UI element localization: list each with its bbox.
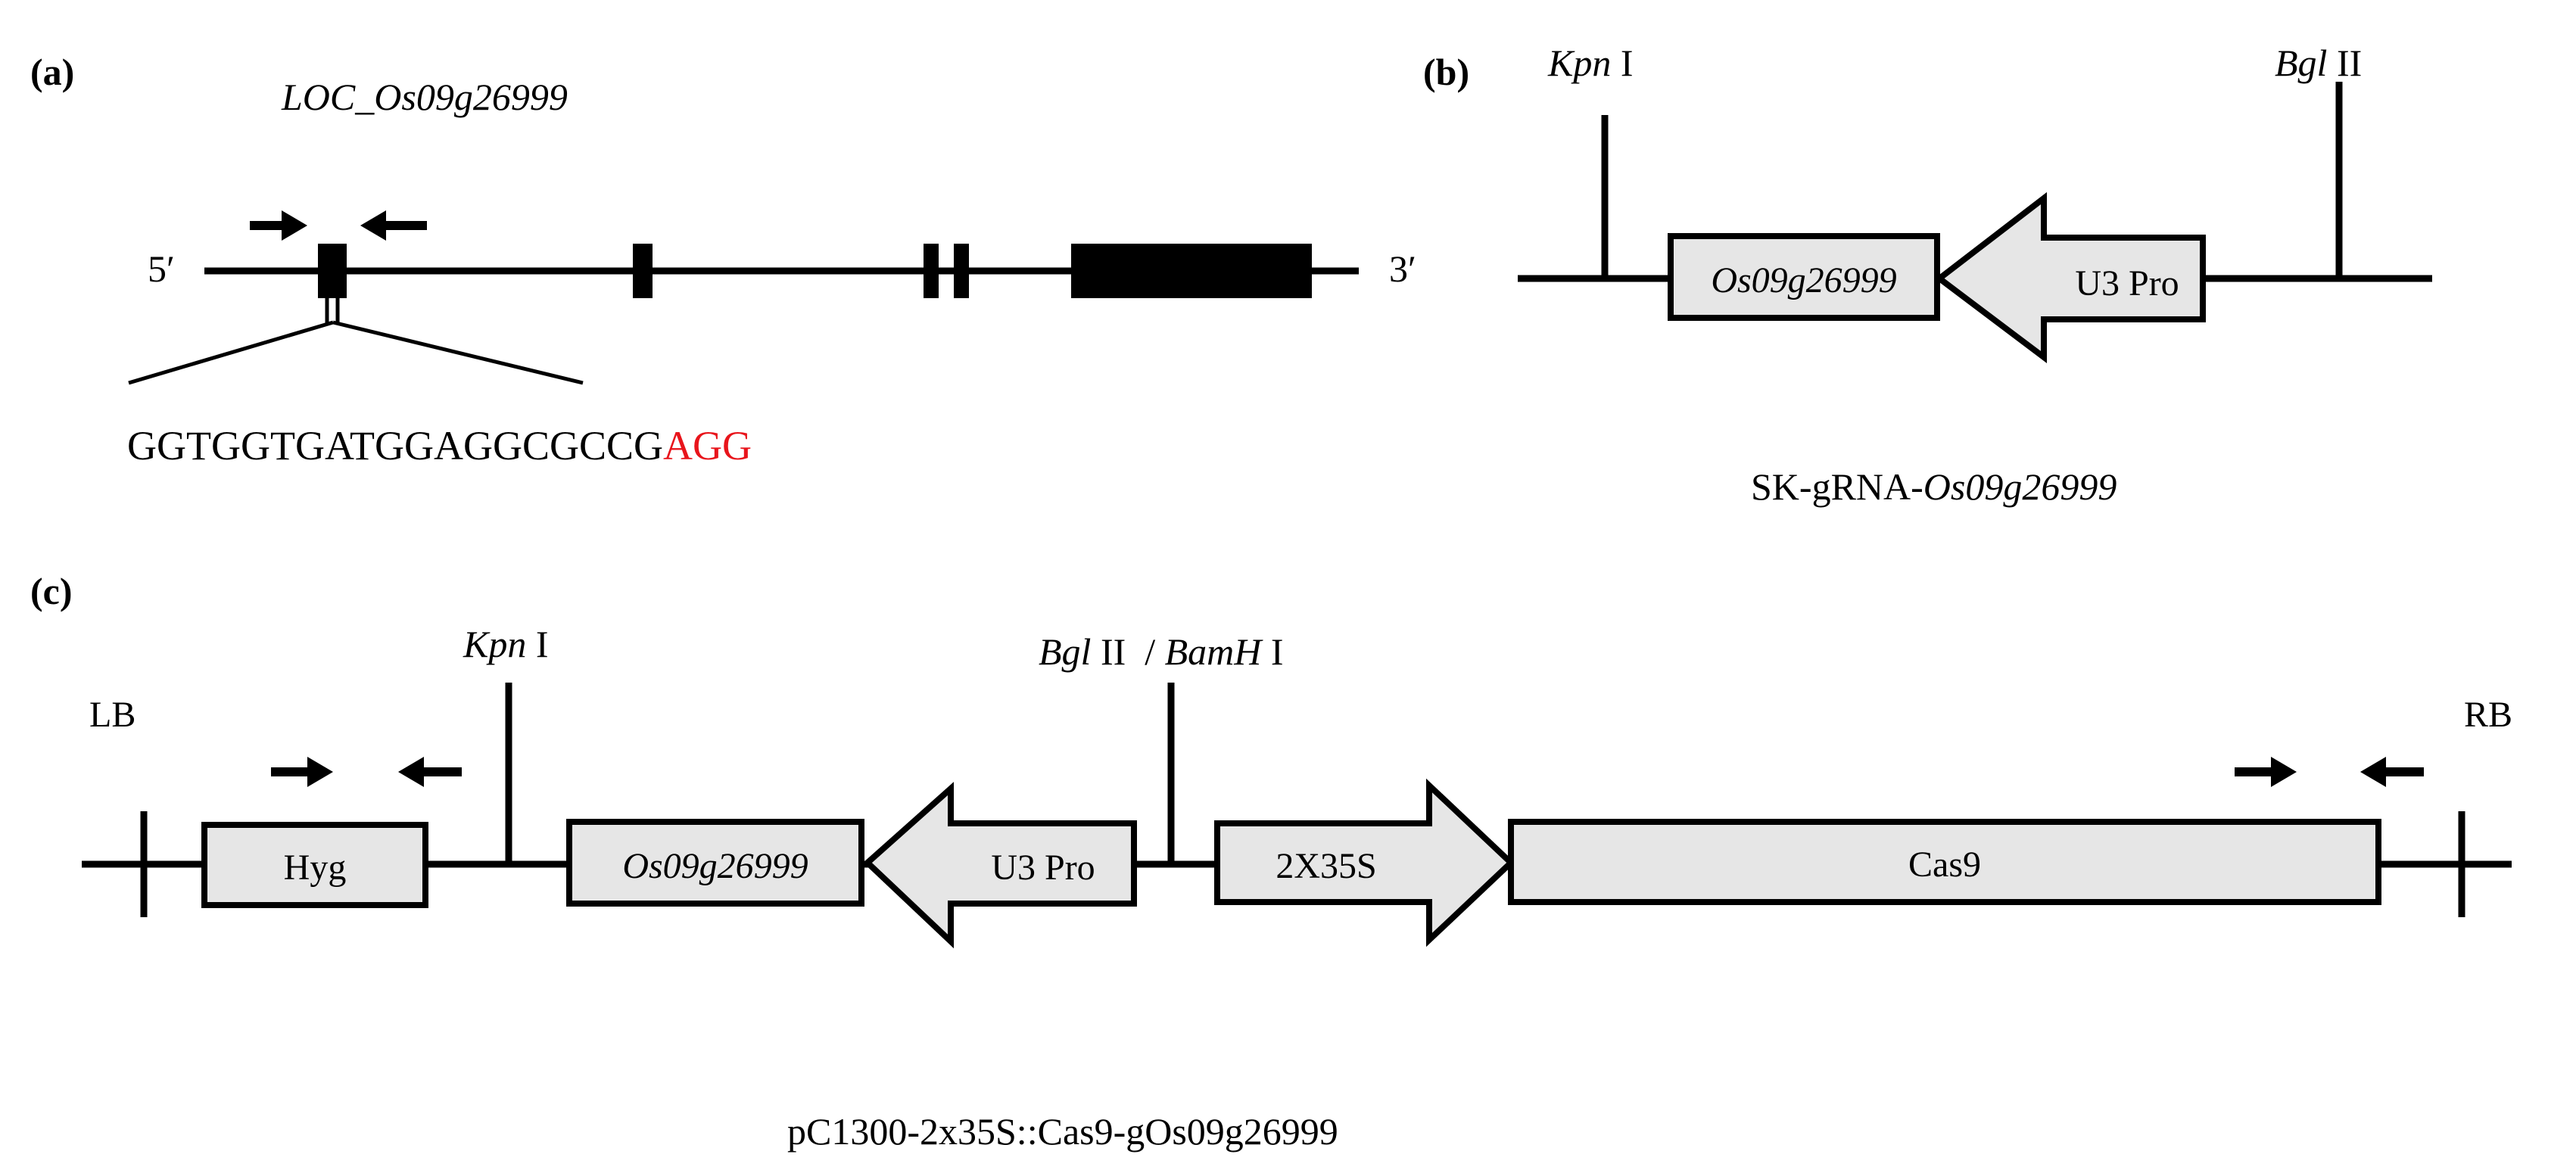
kpn-site-label: Kpn I	[1547, 42, 1634, 84]
panel-c-label: (c)	[30, 570, 73, 612]
u3-promoter-arrow-b	[1934, 191, 2206, 364]
bgl-bamh-site-label: Bgl II / BamH I	[1039, 630, 1284, 673]
primer-arrow-cas9-forward	[2235, 757, 2297, 787]
panel-b-label: (b)	[1423, 51, 1469, 93]
panel-a-label: (a)	[30, 51, 74, 93]
gene-box-b-label: Os09g26999	[1711, 260, 1896, 300]
exon-3	[924, 244, 939, 298]
right-border-label: RB	[2464, 695, 2512, 735]
panel-a: (a) LOC_Os09g26999 5′ 3′ GGTGGTGATGGAGGC…	[30, 51, 1416, 468]
exon-1	[318, 244, 347, 298]
gene-box-c-label: Os09g26999	[622, 846, 808, 886]
primer-arrow-reverse	[360, 210, 427, 241]
cas9-label: Cas9	[1908, 845, 1981, 885]
u3-promoter-arrow-c	[863, 782, 1137, 949]
exon-4	[954, 244, 969, 298]
hyg-label: Hyg	[284, 848, 347, 888]
primer-arrow-hyg-forward	[271, 757, 333, 787]
left-border-label: LB	[89, 695, 135, 735]
target-sequence: GGTGGTGATGGAGGCGCCGAGG	[127, 423, 752, 468]
zoom-line-left	[128, 320, 334, 385]
panel-b: (b) Kpn I Bgl II Os09g26999 U3 Pro SK-gR…	[1423, 42, 2432, 508]
cas9-box	[1508, 819, 2381, 905]
pam-sequence: AGG	[663, 423, 752, 468]
five-prime-label: 5′	[148, 247, 175, 290]
promoter-35s-arrow	[1214, 778, 1515, 947]
exon-2	[633, 244, 653, 298]
construct-b-name: SK-gRNA-Os09g26999	[1751, 465, 2117, 508]
hyg-box	[201, 822, 428, 908]
kpn-site-c-label: Kpn I	[463, 623, 549, 665]
gene-box-b	[1668, 233, 1940, 321]
gene-name: LOC_Os09g26999	[281, 76, 568, 118]
primer-arrow-forward	[250, 210, 307, 241]
panel-c: (c) LB RB Kpn I Bgl II / BamH I	[30, 570, 2512, 1153]
bgl-site-label: Bgl II	[2275, 42, 2362, 84]
three-prime-label: 3′	[1389, 247, 1416, 290]
u3-promoter-b-label: U3 Pro	[2075, 263, 2179, 303]
primer-arrow-cas9-reverse	[2360, 757, 2424, 787]
construct-c-name: pC1300-2x35S::Cas9-gOs09g26999	[787, 1110, 1338, 1153]
exon-5	[1071, 244, 1312, 298]
zoom-line-right	[332, 320, 584, 385]
gene-box-c	[566, 819, 864, 907]
primer-arrow-hyg-reverse	[398, 757, 462, 787]
u3-promoter-c-label: U3 Pro	[991, 848, 1095, 888]
promoter-35s-label: 2X35S	[1276, 846, 1376, 886]
